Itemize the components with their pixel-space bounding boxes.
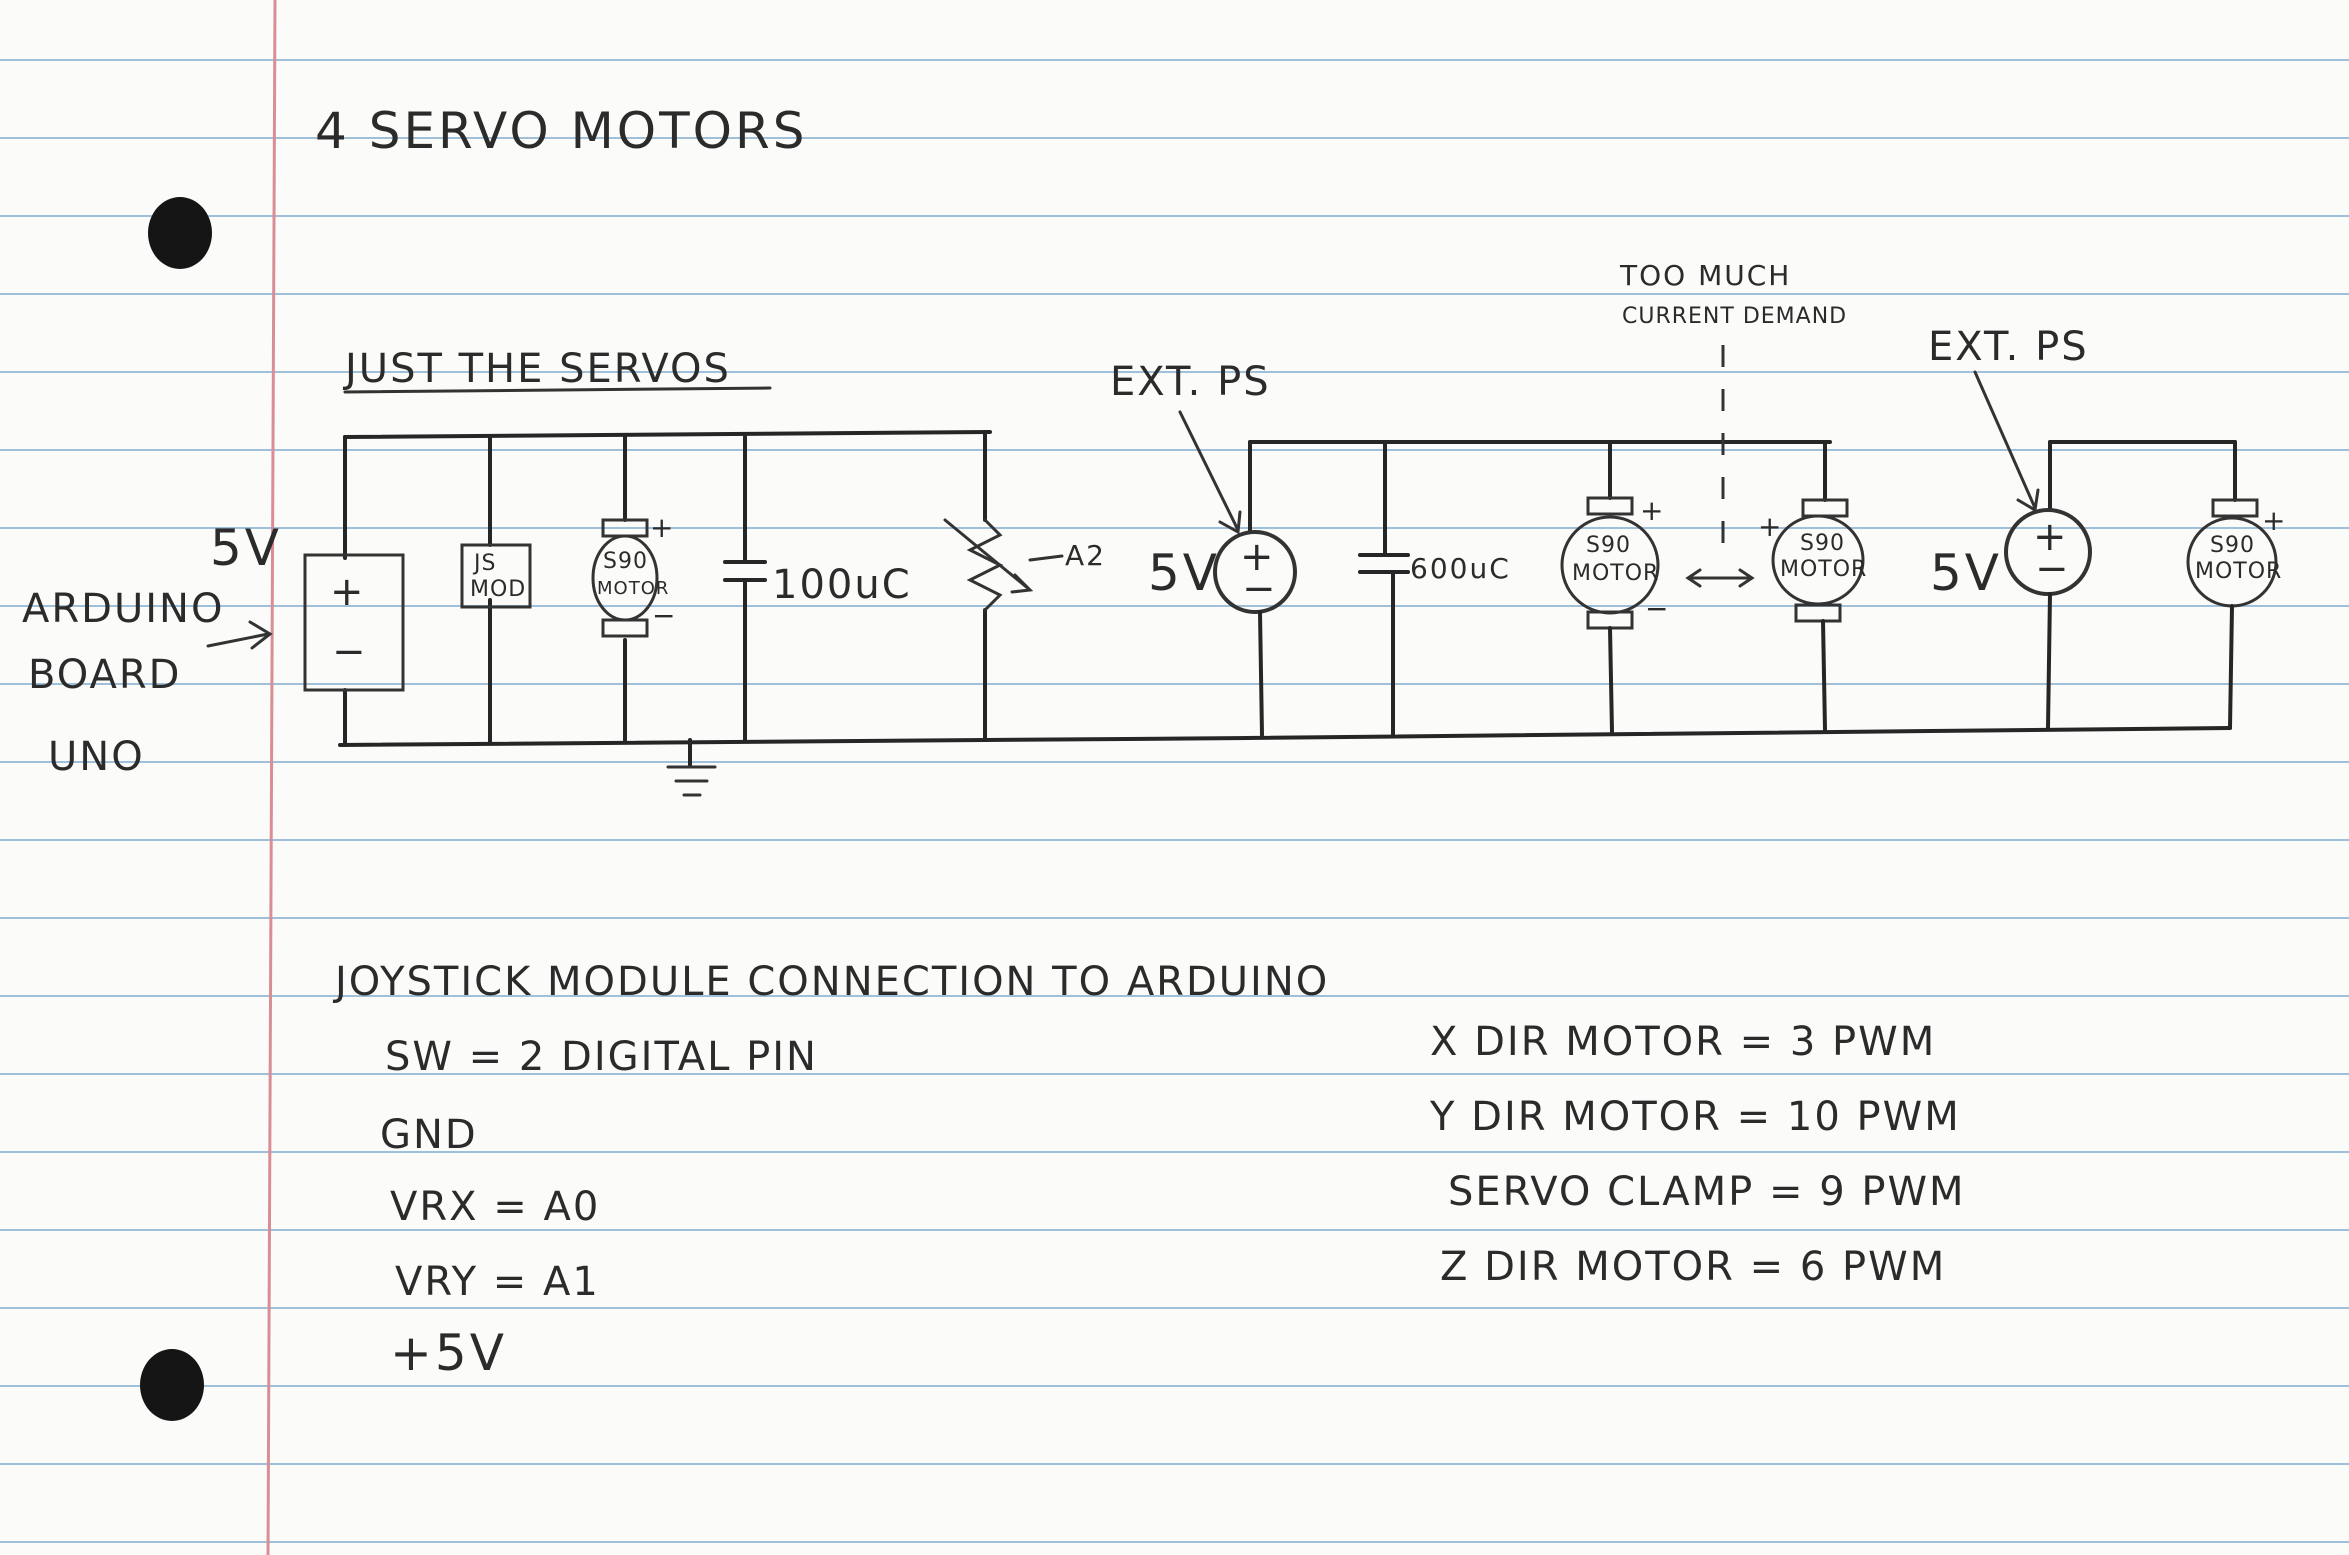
servo-1-plus: +	[650, 511, 675, 544]
motor-servo-clamp: SERVO CLAMP = 9 PWM	[1448, 1169, 1966, 1215]
servo-3-motor: MOTOR	[1780, 557, 1867, 582]
servo-2-motor: MOTOR	[1572, 561, 1659, 586]
arduino-label: ARDUINO	[22, 586, 224, 632]
pin-gnd: GND	[380, 1112, 478, 1158]
cap-600-label: 600uC	[1410, 552, 1511, 585]
ext-ps-label-1: EXT. PS	[1110, 359, 1271, 405]
arduino-plus: +	[330, 569, 366, 615]
ext-ps-label-2: EXT. PS	[1928, 324, 2089, 370]
joystick-heading: JOYSTICK MODULE CONNECTION TO ARDUINO	[332, 959, 1329, 1005]
supply-5v-label: 5V	[210, 519, 282, 577]
punch-hole-bottom	[140, 1349, 204, 1421]
motor-x-dir: X DIR MOTOR = 3 PWM	[1430, 1019, 1936, 1065]
ext-supply-1-plus: +	[1240, 534, 1276, 580]
servo-2-s90: S90	[1586, 533, 1631, 558]
servo-3-plus: +	[1758, 510, 1783, 543]
servo-1-s90: S90	[603, 549, 648, 574]
pot-a2-label: A2	[1065, 539, 1106, 572]
servo-4-s90: S90	[2210, 533, 2255, 558]
pin-vrx: VRX = A0	[390, 1184, 600, 1230]
ext-supply-1-minus: −	[1242, 566, 1278, 612]
board-label: BOARD	[28, 652, 181, 698]
pot-a2-resistor	[966, 518, 1004, 612]
main-circuit	[338, 430, 1252, 767]
js-label: JS	[472, 551, 496, 576]
servo-1-minus: −	[652, 599, 677, 632]
ext-supply-2-minus: −	[2035, 546, 2071, 592]
ext-5v-label-1: 5V	[1148, 544, 1220, 602]
arduino-arrow	[206, 620, 273, 650]
punch-hole-top	[148, 197, 212, 269]
pin-5v: +5V	[390, 1324, 507, 1382]
ruled-lines	[0, 59, 2349, 1543]
arduino-supply-block	[303, 553, 405, 692]
ext-supply-2-plus: +	[2033, 514, 2069, 560]
servo-2-minus: −	[1645, 592, 1670, 625]
arduino-minus: −	[332, 629, 368, 675]
servos-heading: JUST THE SERVOS	[342, 346, 731, 392]
pin-sw: SW = 2 DIGITAL PIN	[385, 1034, 818, 1080]
servo-3-s90: S90	[1800, 531, 1845, 556]
pin-vry: VRY = A1	[395, 1259, 600, 1305]
mod-label: MOD	[470, 577, 526, 602]
current-demand-label: CURRENT DEMAND	[1622, 304, 1847, 329]
motor-z-dir: Z DIR MOTOR = 6 PWM	[1440, 1244, 1946, 1290]
motor-y-dir: Y DIR MOTOR = 10 PWM	[1429, 1094, 1961, 1140]
ground-symbol	[666, 765, 717, 797]
servo-1-motor: MOTOR	[597, 578, 669, 599]
servo-4-motor: MOTOR	[2195, 559, 2282, 584]
joystick-module-box	[460, 543, 532, 609]
servo-4-plus: +	[2262, 504, 2287, 537]
ext-supply-1	[1213, 530, 1297, 614]
margin-line	[266, 0, 277, 1555]
cap-100-label: 100uC	[772, 562, 912, 608]
too-much-label: TOO MUCH	[1619, 259, 1791, 292]
uno-label: UNO	[48, 734, 145, 780]
ext-5v-label-2: 5V	[1930, 544, 2002, 602]
servo-2-plus: +	[1640, 494, 1665, 527]
servo-motor-1	[591, 534, 659, 622]
page-title: 4 SERVO MOTORS	[315, 102, 808, 160]
